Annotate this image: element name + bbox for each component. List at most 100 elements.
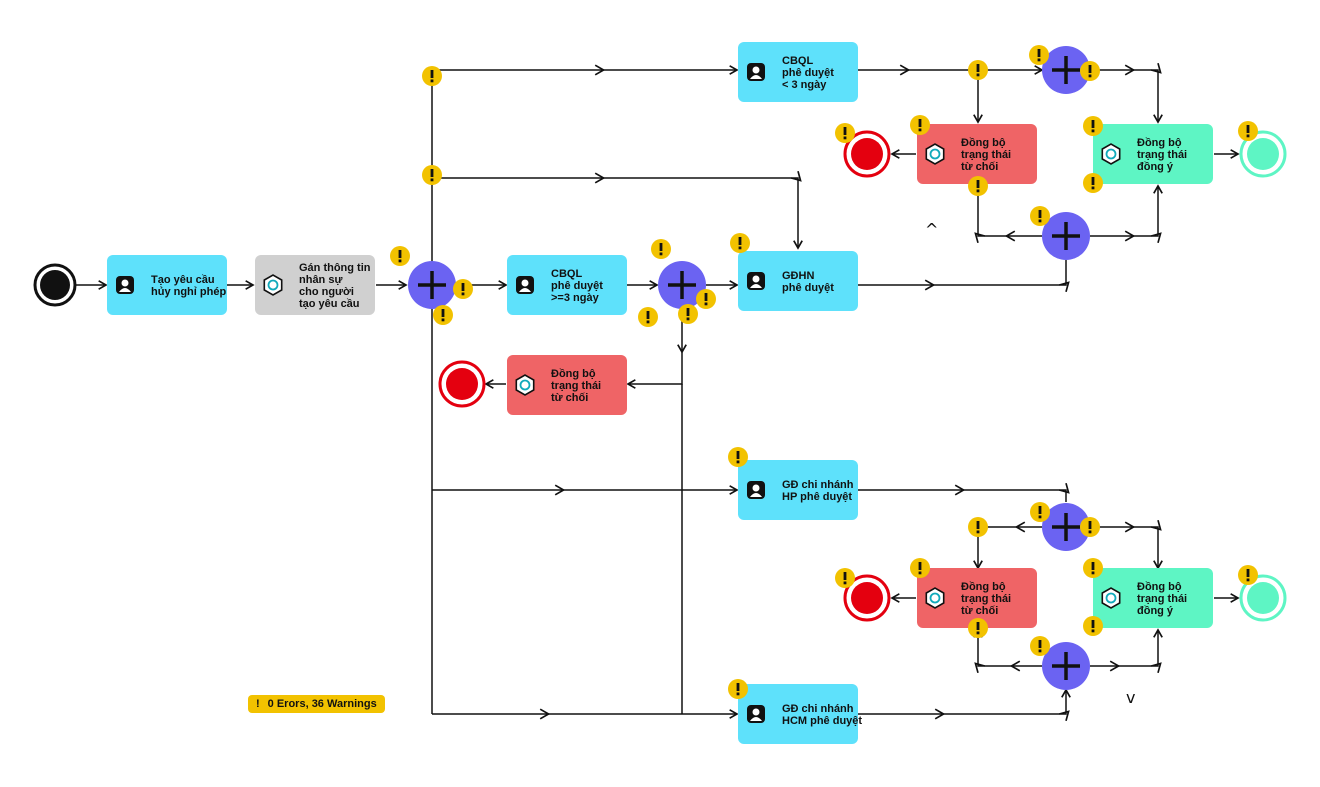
warning-marker-icon[interactable] <box>835 123 855 143</box>
parallel-gateway[interactable] <box>1042 503 1090 551</box>
warning-marker-icon[interactable] <box>730 233 750 253</box>
task-label-line: hủy nghỉ phép <box>151 286 226 298</box>
task-label-line: CBQL <box>782 55 813 67</box>
warning-marker-icon[interactable] <box>390 246 410 266</box>
flow[interactable] <box>858 482 1070 502</box>
warning-marker-icon[interactable] <box>1030 636 1050 656</box>
warning-marker-icon[interactable] <box>1030 502 1050 522</box>
parallel-gateway[interactable] <box>1042 46 1090 94</box>
warning-icon: ! <box>256 698 260 710</box>
scroll-down-caret[interactable]: v <box>1126 688 1136 707</box>
warning-marker-icon[interactable] <box>1083 173 1103 193</box>
task-label-line: < 3 ngày <box>782 79 827 91</box>
warning-marker-icon[interactable] <box>696 289 716 309</box>
user-icon <box>747 705 765 723</box>
warning-marker-icon[interactable] <box>1083 616 1103 636</box>
warning-marker-icon[interactable] <box>728 447 748 467</box>
task-label-line: Đồng bộ <box>961 137 1006 149</box>
parallel-gateway[interactable] <box>1042 212 1090 260</box>
warning-marker-icon[interactable] <box>422 165 442 185</box>
flow[interactable] <box>1090 62 1163 124</box>
warning-marker-icon[interactable] <box>910 558 930 578</box>
task-box <box>1093 568 1213 628</box>
end-event-reject[interactable] <box>843 574 891 622</box>
warning-marker-icon[interactable] <box>1238 121 1258 141</box>
flow[interactable] <box>1090 628 1163 674</box>
end-event-approve[interactable] <box>1239 574 1287 622</box>
flow[interactable] <box>973 519 1042 570</box>
task-label-line: trạng thái <box>961 593 1011 605</box>
flow[interactable] <box>858 260 1070 293</box>
warning-marker-icon[interactable] <box>728 679 748 699</box>
warning-marker-icon[interactable] <box>968 60 988 80</box>
task-label-line: GĐ chi nhánh <box>782 479 854 491</box>
warning-marker-icon[interactable] <box>453 279 473 299</box>
warning-marker-icon[interactable] <box>651 239 671 259</box>
warning-marker-icon[interactable] <box>638 307 658 327</box>
task-box <box>107 255 227 315</box>
task-box <box>738 42 858 102</box>
warning-marker-icon[interactable] <box>1083 116 1103 136</box>
flow[interactable] <box>973 628 1042 674</box>
end-event-reject[interactable] <box>843 130 891 178</box>
warning-marker-icon[interactable] <box>835 568 855 588</box>
gear-icon <box>263 274 283 296</box>
status-badge[interactable]: ! 0 Erors, 36 Warnings <box>248 695 385 713</box>
warning-marker-icon[interactable] <box>1083 558 1103 578</box>
warning-marker-icon[interactable] <box>422 66 442 86</box>
warning-marker-icon[interactable] <box>910 115 930 135</box>
task-label-line: từ chối <box>961 161 998 173</box>
warning-marker-icon[interactable] <box>968 176 988 196</box>
task-label-line: trạng thái <box>1137 593 1187 605</box>
warning-marker-icon[interactable] <box>1029 45 1049 65</box>
warning-marker-icon[interactable] <box>1030 206 1050 226</box>
task-box <box>738 684 858 744</box>
warning-marker-icon[interactable] <box>1238 565 1258 585</box>
task-label-line: phê duyệt <box>782 67 834 79</box>
warning-marker-icon[interactable] <box>968 618 988 638</box>
warning-marker-icon[interactable] <box>678 304 698 324</box>
warning-marker-icon[interactable] <box>433 305 453 325</box>
flow[interactable] <box>1090 184 1163 244</box>
task-box <box>917 568 1037 628</box>
end-event-reject[interactable] <box>438 360 486 408</box>
flow[interactable] <box>432 170 803 250</box>
task-label-line: CBQL <box>551 268 582 280</box>
flow[interactable] <box>1090 519 1163 570</box>
warning-marker-icon[interactable] <box>1080 517 1100 537</box>
flow[interactable] <box>858 688 1071 722</box>
scroll-up-caret[interactable]: ^ <box>925 220 939 239</box>
start-event[interactable] <box>33 263 77 307</box>
flow[interactable] <box>626 352 683 389</box>
warning-marker-icon[interactable] <box>1080 61 1100 81</box>
task-box <box>507 355 627 415</box>
task-label-line: nhân sự <box>299 274 342 286</box>
task-box <box>1093 124 1213 184</box>
end-event-approve[interactable] <box>1239 130 1287 178</box>
parallel-gateway[interactable] <box>408 261 456 309</box>
task-label-line: cho người <box>299 286 354 298</box>
flow[interactable] <box>973 184 1042 244</box>
task-label-line: phê duyệt <box>551 280 603 292</box>
task-label-line: trạng thái <box>961 149 1011 161</box>
user-icon <box>516 276 534 294</box>
gear-icon <box>1101 143 1121 165</box>
gear-icon <box>515 374 535 396</box>
parallel-gateway[interactable] <box>1042 642 1090 690</box>
task-label-line: HP phê duyệt <box>782 491 852 503</box>
parallel-gateway[interactable] <box>658 261 706 309</box>
warning-marker-icon[interactable] <box>968 517 988 537</box>
task-box <box>255 255 375 315</box>
